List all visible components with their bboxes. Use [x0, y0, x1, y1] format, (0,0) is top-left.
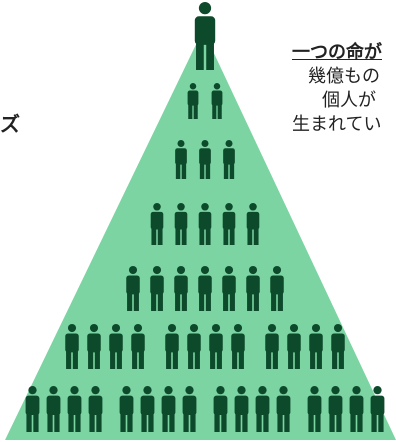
- person-icon: [211, 83, 223, 119]
- person-icon: [88, 386, 103, 432]
- person-icon: [140, 386, 155, 432]
- person-icon: [25, 386, 40, 432]
- person-icon: [174, 266, 188, 311]
- people-figures: [25, 2, 385, 432]
- person-icon: [150, 266, 164, 311]
- person-icon: [265, 324, 279, 369]
- person-icon: [223, 140, 235, 179]
- person-icon: [161, 386, 176, 432]
- person-icon: [194, 2, 216, 70]
- person-icon: [307, 386, 322, 432]
- person-icon: [109, 324, 123, 369]
- person-icon: [126, 266, 140, 311]
- person-icon: [198, 266, 212, 311]
- person-icon: [255, 386, 270, 432]
- person-icon: [276, 386, 291, 432]
- person-icon: [165, 324, 179, 369]
- person-icon: [131, 324, 145, 369]
- person-icon: [287, 324, 301, 369]
- person-icon: [87, 324, 101, 369]
- person-icon: [182, 386, 197, 432]
- person-icon: [246, 203, 260, 245]
- left-text-fragment: ズ: [0, 112, 20, 136]
- person-icon: [46, 386, 61, 432]
- person-icon: [209, 324, 223, 369]
- person-icon: [119, 386, 134, 432]
- person-icon: [234, 386, 249, 432]
- person-icon: [174, 203, 188, 245]
- person-icon: [187, 324, 201, 369]
- caption-line-3: 生まれてい: [292, 114, 382, 135]
- person-icon: [309, 324, 323, 369]
- person-icon: [222, 203, 236, 245]
- person-icon: [198, 203, 212, 245]
- person-icon: [370, 386, 385, 432]
- person-icon: [175, 140, 187, 179]
- person-icon: [349, 386, 364, 432]
- person-icon: [222, 266, 236, 311]
- caption-title: 一つの命が: [292, 42, 382, 63]
- person-icon: [246, 266, 260, 311]
- person-icon: [231, 324, 245, 369]
- caption-line-1: 幾億もの: [308, 66, 380, 87]
- person-icon: [187, 83, 199, 119]
- person-icon: [67, 386, 82, 432]
- caption-block: 一つの命が 幾億もの 個人が 生まれてい: [292, 41, 396, 137]
- person-icon: [270, 266, 284, 311]
- person-icon: [150, 203, 164, 245]
- caption-line-2: 個人が: [322, 90, 376, 111]
- person-icon: [65, 324, 79, 369]
- person-icon: [199, 140, 211, 179]
- person-icon: [331, 324, 345, 369]
- person-icon: [328, 386, 343, 432]
- person-icon: [213, 386, 228, 432]
